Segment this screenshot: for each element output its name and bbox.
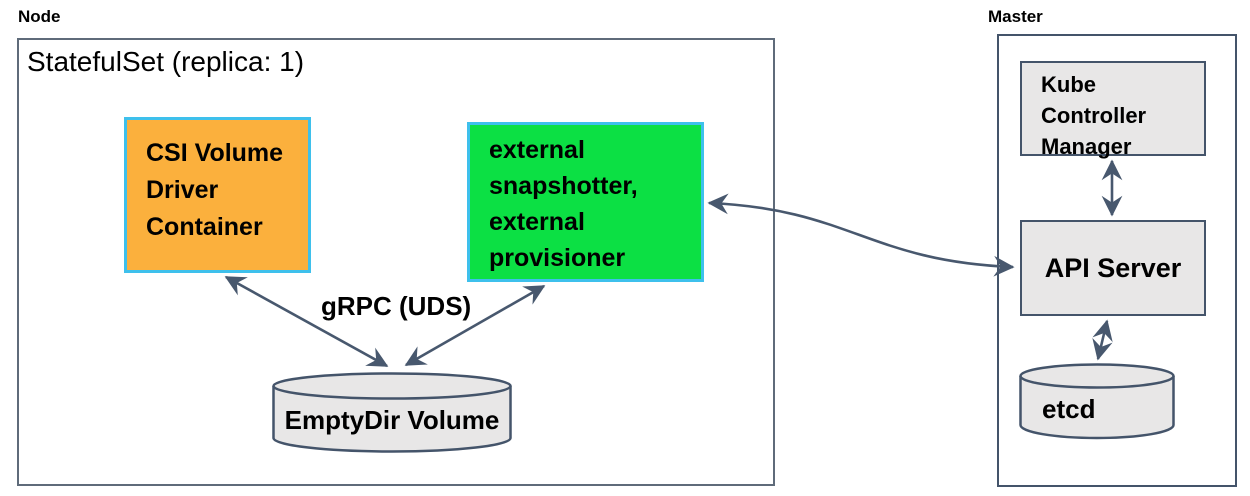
cylinder-shape (272, 372, 512, 453)
statefulset-label: StatefulSet (replica: 1) (27, 46, 305, 77)
external-snapshotter-provisioner-box: external snapshotter, external provision… (467, 122, 704, 282)
ext-box-line: snapshotter, (489, 172, 638, 200)
cylinder-shape (1019, 363, 1175, 440)
master-section-label: Master (988, 7, 1043, 26)
api-server-box: API Server (1020, 220, 1206, 316)
emptydir-volume-label: EmptyDir Volume (284, 405, 500, 435)
kcm-box-line: Manager (1041, 134, 1132, 159)
kcm-box-line: Kube (1041, 72, 1096, 97)
csi-box-line: Driver (146, 176, 219, 204)
grpc-uds-label: gRPC (UDS) (321, 291, 472, 321)
kube-controller-manager-box: Kube Controller Manager (1020, 61, 1206, 159)
node-section-label: Node (18, 7, 61, 26)
emptydir-volume-cylinder: EmptyDir Volume (272, 372, 512, 454)
csi-volume-driver-container-box: CSI Volume Driver Container (124, 117, 311, 273)
csi-box-line: CSI Volume (146, 139, 284, 167)
ext-box-line: provisioner (489, 244, 626, 272)
ext-box-line: external (489, 208, 585, 236)
api-server-label: API Server (1044, 252, 1182, 283)
etcd-cylinder: etcd (1019, 363, 1175, 441)
ext-box-line: external (489, 136, 585, 164)
etcd-label: etcd (1042, 394, 1096, 424)
csi-box-line: Container (146, 213, 263, 241)
kcm-box-line: Controller (1041, 103, 1147, 128)
